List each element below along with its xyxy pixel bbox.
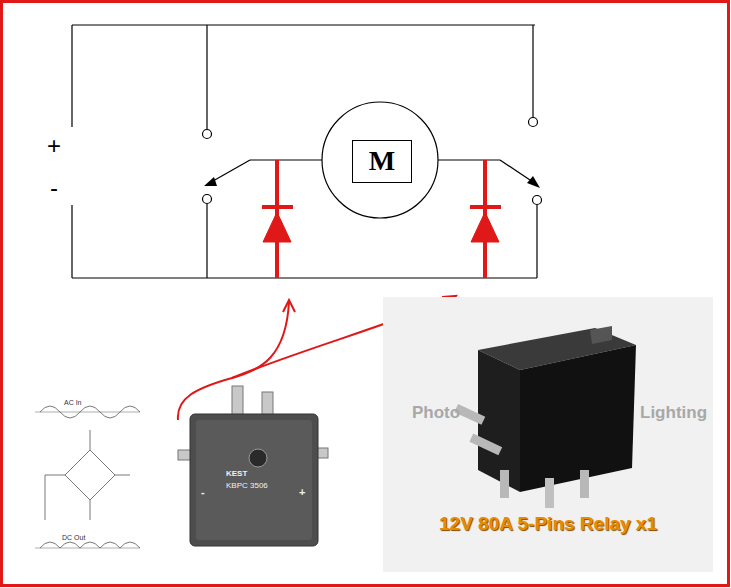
- battery-plus: +: [47, 133, 61, 159]
- pin-name: +: [299, 486, 305, 498]
- relay-arm-head: [204, 177, 217, 186]
- relay-arm-head: [527, 176, 540, 188]
- motor-label-box: M: [352, 140, 412, 183]
- pin-name: -: [201, 486, 205, 498]
- watermark: Photo: [412, 404, 460, 423]
- product-caption: 12V 80A 5-Pins Relay x1: [439, 514, 657, 535]
- motor-letter: M: [369, 147, 395, 175]
- relay-photo: [383, 297, 713, 572]
- watermark: Lighting: [640, 404, 707, 423]
- wires: [72, 25, 542, 278]
- motor-circle: [322, 102, 438, 218]
- battery-minus: -: [50, 175, 58, 201]
- signal-name: DC Out: [62, 534, 85, 542]
- bridge-schematic: [35, 406, 140, 548]
- bridge-rectifier-photo: [178, 386, 328, 546]
- signal-name: AC In: [64, 399, 82, 407]
- part-number: KBPC 3506: [226, 482, 268, 491]
- brand-mark: KEST: [226, 470, 247, 479]
